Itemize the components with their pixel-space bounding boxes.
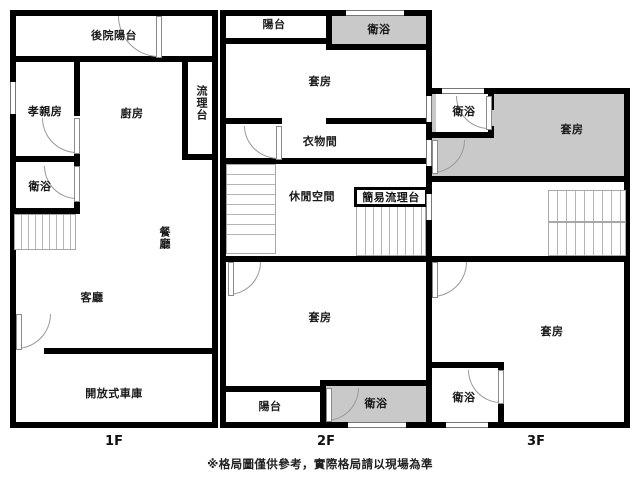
wall-1f-outer-right <box>212 10 218 428</box>
wall-2f-suite-top-bottom-right <box>326 118 432 124</box>
wall-1f-bath-right-upper <box>74 156 80 174</box>
wall-2f-leisure-bottom <box>246 256 432 262</box>
wall-3f-lower-unit-top <box>426 256 630 262</box>
label-2f-bathroom-top: 衛浴 <box>367 23 391 36</box>
wall-1f-counter-left <box>182 56 188 160</box>
wall-1f-outer-bottom <box>10 422 218 428</box>
door-2f-suite-bottom <box>228 262 262 296</box>
label-2f-suite-top: 套房 <box>308 75 332 88</box>
stairs-2f-left <box>226 164 276 254</box>
room-2f-suite-top <box>226 46 426 120</box>
door-bathroom-1f <box>44 166 80 202</box>
label-3f-suite-bottom: 套房 <box>540 325 564 338</box>
wall-2f-outer-left <box>220 10 226 428</box>
window-2f-bathroom-bottom <box>348 422 406 428</box>
wall-3f-outer-top <box>426 88 630 94</box>
stairs-2f-right <box>356 206 426 256</box>
stairs-3f-upper <box>548 190 626 222</box>
wall-3f-bath-bottom-right-lower <box>498 400 504 428</box>
door-3f-bathroom-top <box>456 96 492 130</box>
wall-2f-bath-bottom-top <box>320 380 432 386</box>
label-kitchen: 廚房 <box>120 107 144 120</box>
window-parents-room <box>10 82 16 114</box>
wall-1f-parents-bottom <box>10 156 80 162</box>
wall-3f-unit-divider <box>426 176 630 182</box>
wall-3f-bath-top-bottom <box>426 132 494 138</box>
label-counter: 流理台 <box>195 85 208 121</box>
wall-3f-outer-bottom <box>426 422 630 428</box>
door-3f-suite-bottom <box>432 262 468 298</box>
label-bathroom-1f: 衛浴 <box>28 180 52 193</box>
label-2f-suite-bottom: 套房 <box>308 311 332 324</box>
label-parents-room: 孝親房 <box>27 105 63 118</box>
wall-2f-wardrobe-bottom <box>220 158 432 164</box>
wall-1f-outer-top <box>10 10 218 16</box>
room-2f-suite-bottom <box>226 264 426 386</box>
wall-2f-bath-top-left <box>326 10 332 50</box>
room-2f-balcony-bottom <box>226 392 314 424</box>
wall-1f-balcony-divider <box>10 56 218 62</box>
disclaimer-text: ※格局圖僅供參考，實際格局請以現場為準 <box>207 457 433 471</box>
window-3f-left-upper <box>426 96 432 122</box>
label-garage: 開放式車庫 <box>85 387 143 400</box>
window-3f-bathroom-top <box>442 88 484 94</box>
room-counter <box>188 62 214 156</box>
stairs-1f <box>14 214 76 250</box>
door-2f-wardrobe <box>244 126 282 160</box>
label-living: 客廳 <box>80 291 104 304</box>
label-rear-balcony: 後院陽台 <box>91 29 137 42</box>
label-2f-leisure: 休閒空間 <box>289 190 335 203</box>
wall-1f-bath-right-lower <box>74 200 80 212</box>
door-parents-room <box>42 118 80 154</box>
wall-1f-parents-right-lower <box>74 150 80 160</box>
wall-1f-bath-bottom <box>10 208 80 214</box>
door-3f-suite-top <box>432 140 466 174</box>
door-2f-bathroom-bottom <box>326 388 360 422</box>
room-rear-balcony <box>14 14 214 58</box>
wall-1f-parents-right <box>74 56 80 116</box>
label-2f-wardrobe: 衣物間 <box>302 135 338 148</box>
window-2f-bathroom-top <box>346 10 404 16</box>
door-3f-bathroom-bottom <box>468 370 504 404</box>
window-3f-bathroom-bottom <box>446 422 488 428</box>
label-dining: 餐廳 <box>158 226 171 250</box>
label-3f-bathroom-bottom: 衛浴 <box>452 391 476 404</box>
wall-2f-outer-bottom <box>220 422 432 428</box>
label-3f-bathroom-top: 衛浴 <box>452 105 476 118</box>
label-2f-balcony-bottom: 陽台 <box>258 400 282 413</box>
room-kitchen <box>80 62 184 160</box>
door-living-front <box>16 314 52 350</box>
wall-1f-counter-bottom <box>182 154 218 160</box>
label-3f-suite-top: 套房 <box>560 123 584 136</box>
label-2f-balcony-top: 陽台 <box>262 18 286 31</box>
wall-2f-bath-bottom-left <box>320 386 326 428</box>
floor-caption-2f: 2F <box>317 434 335 449</box>
wall-1f-outer-left <box>10 10 16 428</box>
door-rear-balcony <box>118 16 162 62</box>
wall-1f-garage-divider <box>44 348 218 354</box>
label-2f-simple-counter: 簡易流理台 <box>354 187 428 207</box>
wall-2f-bath-top-bottom <box>326 44 432 50</box>
wall-2f-suite-top-bottom-left <box>220 118 282 124</box>
wall-2f-balcony-bottom-top <box>220 386 326 392</box>
wall-2f-balcony-top-bottom <box>220 38 332 44</box>
floor-caption-3f: 3F <box>527 434 545 449</box>
room-2f-balcony-top <box>226 14 326 40</box>
label-2f-bathroom-bottom: 衛浴 <box>364 397 388 410</box>
room-garage <box>14 354 214 424</box>
window-3f-left-lower <box>426 194 432 220</box>
stairs-3f-lower <box>548 222 626 256</box>
floor-caption-1f: 1F <box>105 434 123 449</box>
window-3f-left-mid <box>426 140 432 166</box>
wall-3f-bath-bottom-top <box>426 362 504 368</box>
wall-2f-leisure-bottom-left <box>220 256 246 262</box>
